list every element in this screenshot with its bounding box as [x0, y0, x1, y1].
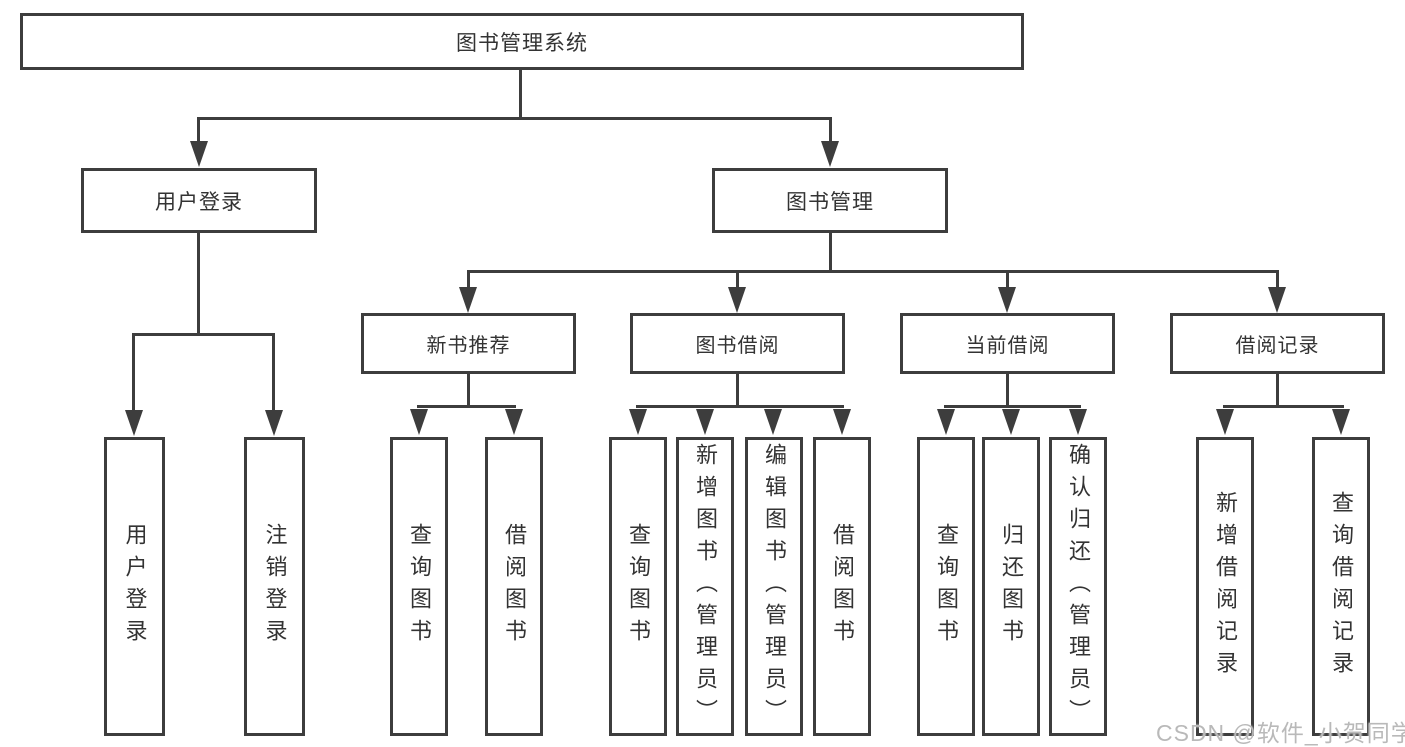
connector-current-borrow-stem: [1006, 373, 1009, 408]
connector-book-borrow-rail: [636, 405, 844, 408]
arrowhead-login-leaf: [125, 410, 143, 436]
leaf-add-borrow-record: 新增借阅记录: [1196, 437, 1254, 736]
connector-current-borrow-drop: [1006, 270, 1009, 287]
leaf-add-book-admin: 新增图书（管理员）: [676, 437, 734, 736]
node-current-borrowing: 当前借阅: [900, 313, 1115, 374]
arrowhead-borrow-books-1: [505, 409, 523, 435]
leaf-confirm-return-admin: 确认归还（管理员）: [1049, 437, 1107, 736]
node-library-system: 图书管理系统: [20, 13, 1024, 70]
leaf-logout: 注销登录: [244, 437, 305, 736]
arrowhead-user-login: [190, 141, 208, 167]
leaf-user-login: 用户登录: [104, 437, 165, 736]
leaf-return-book: 归还图书: [982, 437, 1040, 736]
leaf-edit-book-admin: 编辑图书（管理员）: [745, 437, 803, 736]
arrowhead-return-book: [1002, 409, 1020, 435]
connector-new-book-drop: [467, 270, 470, 287]
node-book-management: 图书管理: [712, 168, 948, 233]
connector-borrow-records-drop: [1276, 270, 1279, 287]
arrowhead-query-borrow-record: [1332, 409, 1350, 435]
node-new-book-recommendation: 新书推荐: [361, 313, 576, 374]
connector-book-borrow-stem: [736, 373, 739, 408]
arrowhead-query-books-2: [629, 409, 647, 435]
connector-login-leaf-drop: [132, 333, 135, 411]
connector-new-book-stem: [467, 373, 470, 408]
arrowhead-logout-leaf: [265, 410, 283, 436]
connector-new-book-rail: [417, 405, 516, 408]
arrowhead-borrow-books-2: [833, 409, 851, 435]
arrowhead-new-book: [459, 287, 477, 313]
connector-user-login-rail: [132, 333, 275, 336]
connector-borrow-records-rail: [1223, 405, 1344, 408]
connector-book-borrow-drop: [736, 270, 739, 287]
connector-current-borrow-rail: [944, 405, 1081, 408]
arrowhead-book-mgmt: [821, 141, 839, 167]
arrowhead-borrow-records: [1268, 287, 1286, 313]
connector-level2-rail: [197, 117, 832, 120]
connector-level3-rail: [467, 270, 1279, 273]
arrowhead-confirm-return: [1069, 409, 1087, 435]
connector-logout-leaf-drop: [272, 333, 275, 411]
leaf-borrow-books-1: 借阅图书: [485, 437, 543, 736]
arrowhead-query-books-3: [937, 409, 955, 435]
node-user-login: 用户登录: [81, 168, 317, 233]
connector-user-login-stem: [197, 233, 200, 336]
connector-user-login-drop: [197, 117, 200, 144]
node-borrowing-records: 借阅记录: [1170, 313, 1385, 374]
leaf-query-books-2: 查询图书: [609, 437, 667, 736]
arrowhead-edit-book: [764, 409, 782, 435]
leaf-borrow-books-2: 借阅图书: [813, 437, 871, 736]
arrowhead-query-books-1: [410, 409, 428, 435]
leaf-query-borrow-record: 查询借阅记录: [1312, 437, 1370, 736]
connector-book-mgmt-drop: [829, 117, 832, 144]
connector-borrow-records-stem: [1276, 373, 1279, 408]
arrowhead-book-borrow: [728, 287, 746, 313]
arrowhead-current-borrow: [998, 287, 1016, 313]
node-book-borrowing: 图书借阅: [630, 313, 845, 374]
connector-root-stem: [519, 69, 522, 120]
watermark: CSDN @软件_小贺同学: [1156, 720, 1405, 746]
leaf-query-books-1: 查询图书: [390, 437, 448, 736]
leaf-query-books-3: 查询图书: [917, 437, 975, 736]
connector-book-mgmt-stem: [829, 233, 832, 273]
arrowhead-add-borrow-record: [1216, 409, 1234, 435]
arrowhead-add-book: [696, 409, 714, 435]
